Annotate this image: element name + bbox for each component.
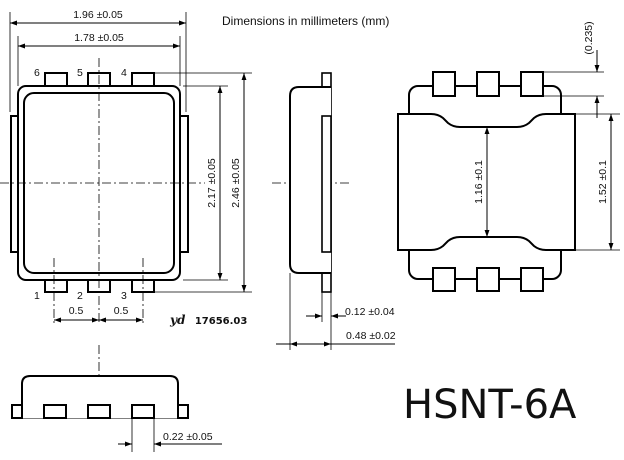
units-caption: Dimensions in millimeters (mm) xyxy=(222,14,389,28)
dim-pad-outer: 1.52 ±0.1 xyxy=(597,160,609,204)
pin-1-label: 1 xyxy=(34,290,40,302)
pin-4-label: 4 xyxy=(121,67,127,79)
dim-overall-length: 2.46 ±0.05 xyxy=(230,158,242,208)
dim-body-length: 2.17 ±0.05 xyxy=(206,158,218,208)
side-view: 0.12 ±0.04 0.48 ±0.02 xyxy=(272,72,396,350)
pin-2-label: 2 xyxy=(77,290,83,302)
dim-body-width: 1.78 ±0.05 xyxy=(74,32,124,44)
pin-3-label: 3 xyxy=(121,290,127,302)
pin-6-label: 6 xyxy=(34,67,40,79)
dim-overall-width: 1.96 ±0.05 xyxy=(73,9,123,21)
dim-pitch-left: 0.5 xyxy=(69,305,84,317)
pin-5-label: 5 xyxy=(77,67,83,79)
dim-pitch-right: 0.5 xyxy=(114,305,129,317)
drawing-code: yd 17656.03 xyxy=(169,311,247,328)
front-view: 0.22 ±0.05 xyxy=(11,345,222,452)
top-view: 6 5 4 1 2 3 1.96 ±0.05 1.78 ±0.05 2.17 ±… xyxy=(0,9,252,328)
package-name: HSNT-6A xyxy=(403,382,577,428)
dim-pad-inner: 1.16 ±0.1 xyxy=(473,160,485,204)
drawing-code-number: 17656.03 xyxy=(195,316,248,327)
dim-lead-width: 0.22 ±0.05 xyxy=(163,431,213,443)
dim-pad-offset: (0.235) xyxy=(583,21,595,54)
dim-package-height: 0.48 ±0.02 xyxy=(346,330,396,342)
bottom-view: (0.235) 1.16 ±0.1 1.52 ±0.1 xyxy=(397,21,620,292)
drawing-code-prefix: yd xyxy=(169,313,186,327)
dim-lead-thickness: 0.12 ±0.04 xyxy=(345,306,395,318)
